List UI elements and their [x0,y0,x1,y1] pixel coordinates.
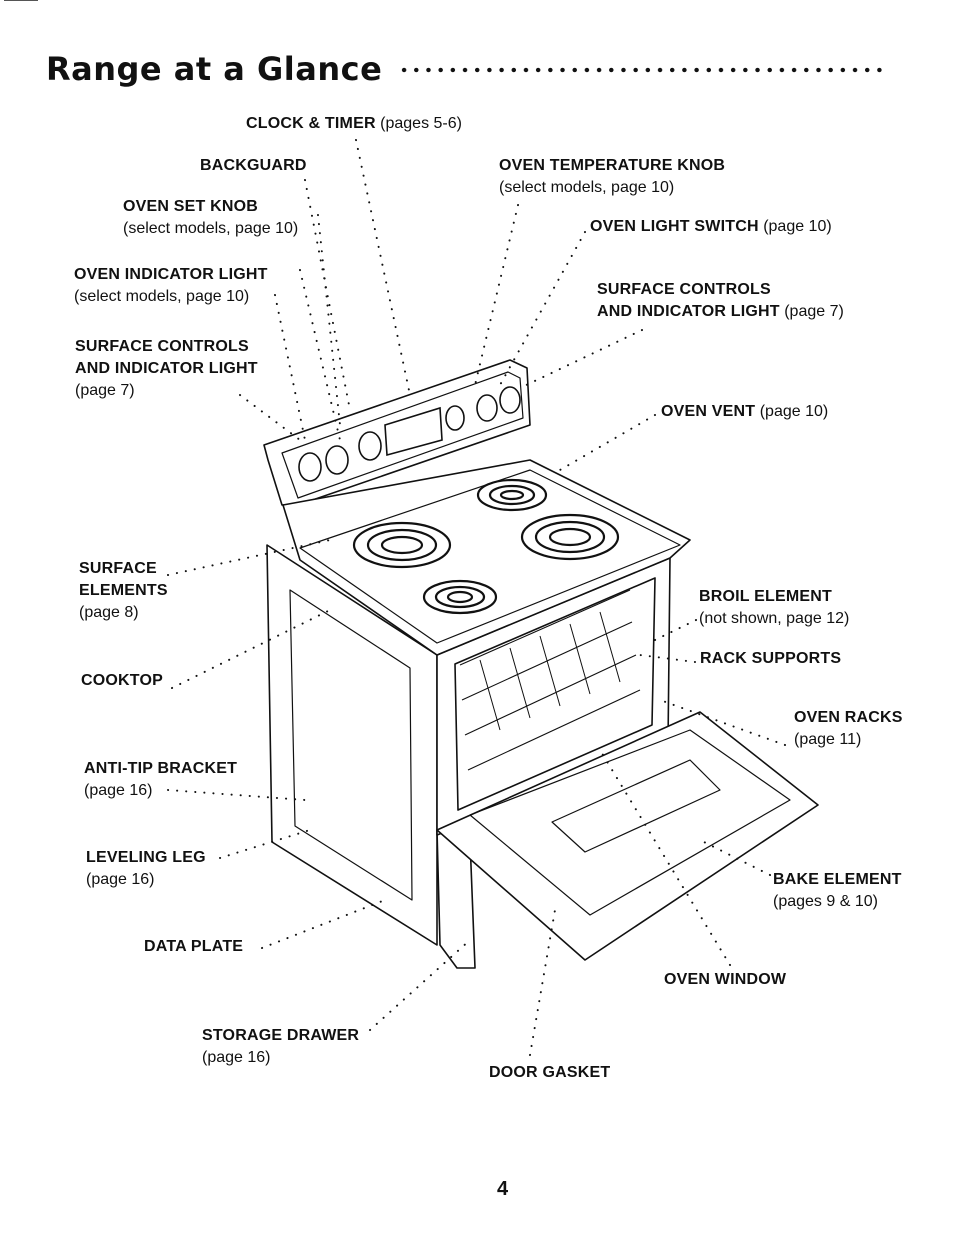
page-number: 4 [497,1178,509,1200]
knob-4 [445,405,465,431]
label-backguard: BACKGUARD [200,157,307,174]
label-oven-temperature-knob: OVEN TEMPERATURE KNOB(select models, pag… [499,157,726,196]
label-anti-tip-bracket: ANTI-TIP BRACKET(page 16) [84,760,238,799]
label-oven-set-knob: OVEN SET KNOB(select models, page 10) [123,198,299,237]
label-oven-indicator-light: OVEN INDICATOR LIGHT(select models, page… [74,266,268,305]
label-oven-vent: OVEN VENT (page 10) [661,403,829,420]
label-bake-element: BAKE ELEMENT(pages 9 & 10) [773,871,902,910]
clock-display [384,406,443,457]
label-storage-drawer: STORAGE DRAWER(page 16) [202,1027,360,1066]
corner-mark [4,0,38,1]
knob-2 [325,445,349,475]
knob-6 [499,386,521,414]
knob-1 [298,452,322,482]
label-leveling-leg: LEVELING LEG(page 16) [86,849,206,888]
label-oven-window: OVEN WINDOW [664,971,787,988]
label-door-gasket: DOOR GASKET [489,1064,611,1081]
label-data-plate: DATA PLATE [144,938,244,955]
label-clock-timer: CLOCK & TIMER (pages 5-6) [246,115,462,132]
label-cooktop: COOKTOP [81,672,164,689]
label-rack-supports: RACK SUPPORTS [700,650,842,667]
range-side-panel [266,544,438,946]
oven-door [436,711,819,961]
label-oven-racks: OVEN RACKS(page 11) [794,709,903,748]
label-oven-light-switch: OVEN LIGHT SWITCH (page 10) [590,218,832,235]
oven-window-glass [551,759,721,853]
knob-3 [358,431,382,461]
label-broil-element: BROIL ELEMENT(not shown, page 12) [699,588,850,627]
page-title: Range at a Glance [46,50,383,88]
knob-5 [476,394,498,422]
title-dot-leader [398,66,888,74]
